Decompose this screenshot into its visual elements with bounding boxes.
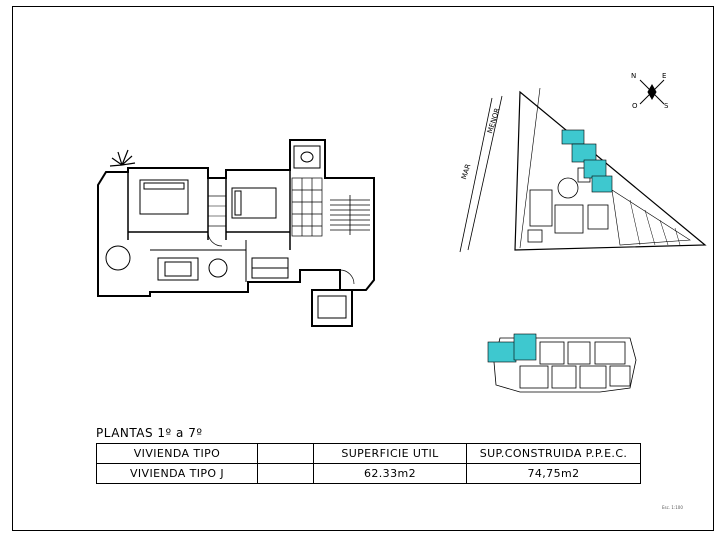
scale-note: Esc. 1:100	[662, 505, 683, 510]
site-highlight	[561, 129, 613, 193]
floor-plan	[97, 139, 375, 327]
surface-table: VIVIENDA TIPO SUPERFICIE UTIL SUP.CONSTR…	[96, 443, 641, 484]
compass-east: E	[662, 72, 667, 80]
compass-west: O	[632, 102, 638, 110]
cell-vivienda: VIVIENDA TIPO J	[96, 463, 258, 484]
cell-superficie-util: 62.33m2	[313, 463, 467, 484]
key-plan-highlight	[487, 333, 537, 363]
table-header-row: VIVIENDA TIPO SUPERFICIE UTIL SUP.CONSTR…	[96, 443, 641, 464]
sheet-title: PLANTAS 1º a 7º	[96, 426, 203, 440]
key-plan	[493, 337, 637, 393]
cell-sup-construida: 74,75m2	[466, 463, 641, 484]
site-map	[459, 87, 707, 253]
cell-blank	[257, 463, 314, 484]
drawing-frame	[12, 6, 714, 531]
header-sup-construida: SUP.CONSTRUIDA P.P.E.C.	[466, 443, 641, 464]
table-row: VIVIENDA TIPO J 62.33m2 74,75m2	[96, 463, 641, 484]
header-vivienda-tipo: VIVIENDA TIPO	[96, 443, 258, 464]
compass-south: S	[664, 102, 669, 110]
compass-north: N	[631, 72, 637, 80]
header-blank	[257, 443, 314, 464]
compass-icon	[639, 79, 665, 105]
header-superficie-util: SUPERFICIE UTIL	[313, 443, 467, 464]
